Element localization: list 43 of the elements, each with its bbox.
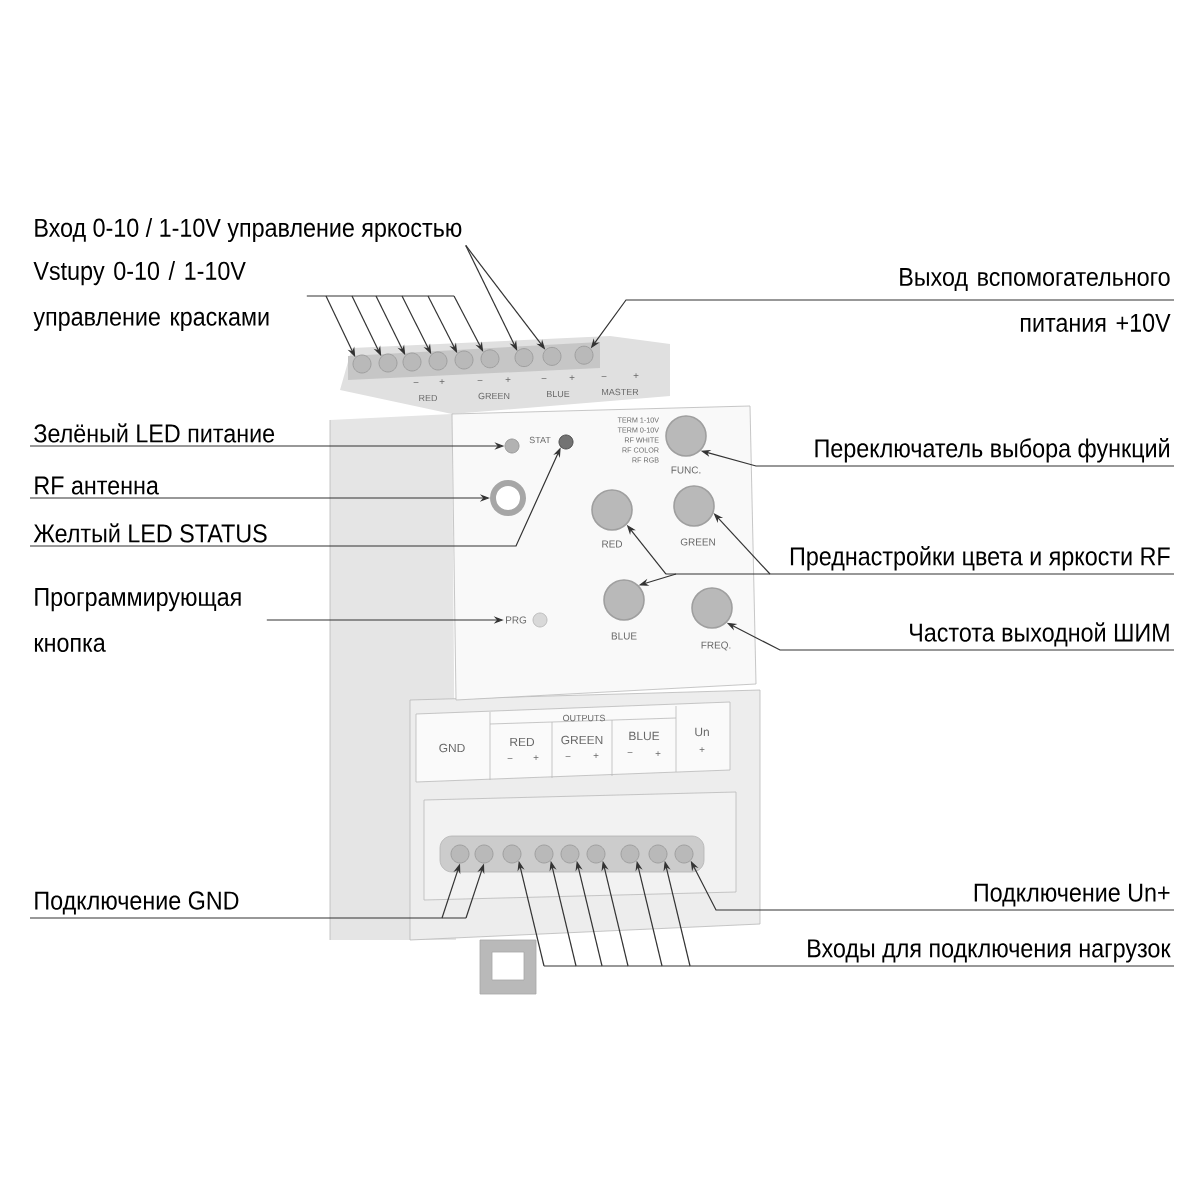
screw-terminal <box>620 844 640 864</box>
callout-text: Переключатель выбора функций <box>815 438 1169 463</box>
screw-terminal <box>352 354 372 374</box>
rotary-knob <box>691 587 733 629</box>
screw-terminal <box>480 349 500 369</box>
leader-line <box>665 573 1175 575</box>
led <box>504 438 520 454</box>
callout-text: Vstupy 0-10 / 1-10V управление красками <box>33 261 269 331</box>
rotary-knob <box>665 415 707 457</box>
screw-terminal <box>454 350 474 370</box>
rotary-knob <box>591 489 633 531</box>
callout-text: Подключение GND <box>35 891 239 915</box>
screw-terminal <box>514 348 534 368</box>
rotary-knob <box>603 579 645 621</box>
screw-terminal <box>378 353 398 373</box>
rotary-knob <box>673 485 715 527</box>
leader-line <box>543 965 1175 967</box>
leader-line <box>306 295 455 297</box>
screw-terminal <box>534 844 554 864</box>
antenna <box>490 480 526 516</box>
screw-terminal <box>648 844 668 864</box>
callout-text: Выход вспомогательного питания +10V <box>900 268 1171 332</box>
screw-terminal <box>586 844 606 864</box>
screw-terminal <box>560 844 580 864</box>
screw-terminal <box>674 844 694 864</box>
callout-text: RF антенна <box>35 476 159 495</box>
callout-text: Частота выходной ШИМ <box>910 622 1169 647</box>
screw-terminal <box>474 844 494 864</box>
screw-terminal <box>450 844 470 864</box>
callout-text: Зелёный LED питание <box>34 423 275 443</box>
screw-terminal <box>542 346 562 366</box>
callout-text: Желтый LED STATUS <box>33 523 267 543</box>
led <box>558 434 574 450</box>
screw-terminal <box>574 345 594 365</box>
leader-line <box>29 917 467 919</box>
screw-terminal <box>502 844 522 864</box>
screw-terminal <box>402 352 422 372</box>
callout-text: Программирующая кнопка <box>34 588 241 652</box>
callout-text: Преднастройки цвета и яркости RF <box>790 546 1170 571</box>
screw-terminal <box>428 351 448 371</box>
callout-text: Подключение Un+ <box>974 883 1170 907</box>
callout-text: Входы для подключения нагрузок <box>808 939 1171 963</box>
callout-text: Вход 0-10 / 1-10V управление яркостью <box>35 217 462 243</box>
